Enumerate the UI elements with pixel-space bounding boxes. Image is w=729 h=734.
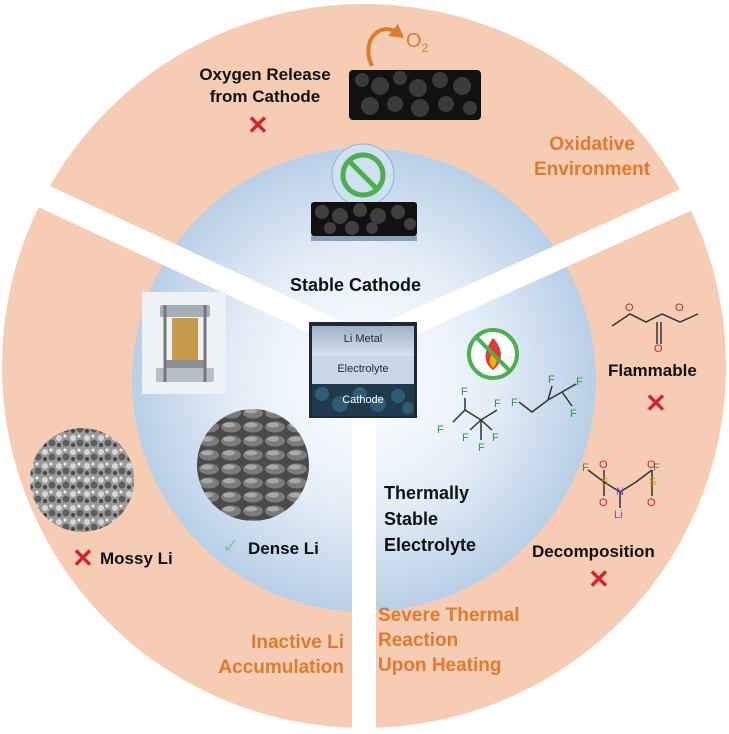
atom-o: O — [625, 302, 634, 314]
flammable-cross-icon: ✕ — [645, 388, 667, 418]
severe-line1: Severe Thermal — [378, 605, 520, 626]
atom-f: F — [511, 397, 518, 409]
mossy-li-label: Mossy Li — [100, 549, 173, 568]
thermally-line3: Electrolyte — [384, 535, 477, 555]
decomposition-label: Decomposition — [532, 542, 655, 561]
flammable-label: Flammable — [608, 361, 697, 380]
o2-release-arrow — [366, 27, 398, 67]
atom-f: F — [548, 374, 555, 386]
oxygen-release-cross-icon: ✕ — [247, 110, 269, 140]
atom-o: O — [654, 343, 663, 355]
atom-f: F — [582, 462, 589, 474]
severe-line3: Upon Heating — [378, 655, 502, 676]
dense-li-micrograph — [197, 409, 309, 521]
cell-hardware-image — [142, 292, 226, 394]
carbonate-molecule — [611, 313, 699, 344]
thermally-stable-electrolyte-label: Thermally Stable Electrolyte — [384, 480, 476, 558]
inactive-li-label: Inactive Li Accumulation — [202, 630, 344, 680]
severe-line2: Reaction — [378, 630, 459, 651]
o2-label: O2 — [406, 30, 428, 55]
atom-f: F — [576, 376, 583, 388]
atom-o: O — [599, 497, 608, 509]
atom-o: O — [599, 459, 608, 471]
stable-cathode-label: Stable Cathode — [290, 275, 422, 295]
oxygen-release-label: Oxygen Release from Cathode — [190, 64, 340, 108]
atom-s: S — [601, 476, 609, 488]
atom-f: F — [653, 462, 660, 474]
o2-arrow-head — [388, 24, 404, 38]
oxygen-release-line2: from Cathode — [209, 87, 321, 106]
atom-f: F — [478, 442, 485, 454]
atom-f: F — [570, 408, 577, 420]
atom-f: F — [461, 386, 468, 398]
layer-cathode-label: Cathode — [342, 394, 384, 406]
dense-li-check-icon: ✓ — [222, 535, 240, 558]
atom-f: F — [492, 432, 499, 444]
oxidative-line2: Environment — [533, 159, 651, 180]
severe-thermal-label: Severe Thermal Reaction Upon Heating — [378, 603, 520, 678]
mossy-li-cross-icon: ✕ — [72, 543, 94, 573]
o2-letter: O — [406, 30, 422, 52]
atom-o: O — [675, 302, 684, 314]
atom-f: F — [494, 398, 501, 410]
thermally-line2: Stable — [384, 509, 439, 529]
atom-li: Li — [614, 509, 623, 521]
atom-f: F — [462, 432, 469, 444]
layer-li-metal-label: Li Metal — [343, 333, 383, 345]
cathode-particles-top — [349, 70, 481, 120]
atom-o: O — [647, 497, 656, 509]
decomposition-cross-icon: ✕ — [588, 564, 610, 594]
layer-electrolyte-label: Electrolyte — [337, 363, 389, 375]
o2-subscript: 2 — [421, 41, 429, 55]
dense-li-label: Dense Li — [248, 539, 319, 558]
inactive-line2: Accumulation — [218, 657, 344, 678]
inactive-line1: Inactive Li — [251, 632, 344, 653]
stable-cathode-illustration — [311, 143, 417, 241]
fluorinated-molecules — [452, 383, 577, 440]
fsi-molecule — [587, 469, 653, 508]
oxygen-release-line1: Oxygen Release — [199, 65, 331, 84]
oxidative-line1: Oxidative — [549, 134, 635, 155]
atom-f: F — [437, 424, 444, 436]
thermally-line1: Thermally — [384, 483, 470, 503]
oxidative-environment-label: Oxidative Environment — [527, 132, 657, 182]
cell-stack — [309, 322, 417, 418]
atom-s: S — [649, 476, 657, 488]
atom-n: N — [616, 486, 624, 498]
atom-o: O — [647, 459, 656, 471]
mossy-li-micrograph — [30, 428, 134, 532]
no-flame-sign — [467, 328, 519, 380]
